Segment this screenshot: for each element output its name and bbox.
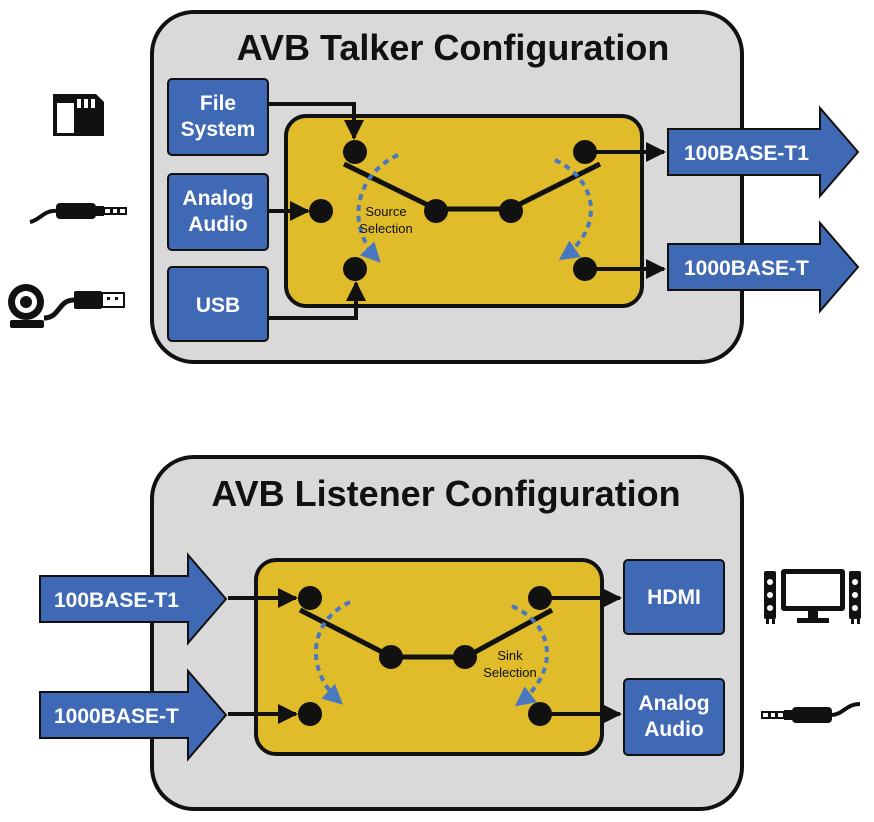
- listener-panel: AVB Listener Configuration Sink Selectio…: [150, 455, 744, 811]
- output-arrow-label: 1000BASE-T: [684, 257, 809, 280]
- usb-webcam-icon: [8, 284, 125, 328]
- output-rotate-arrow: [554, 158, 593, 261]
- source-rotate-arrow: [356, 153, 399, 263]
- switch-node: [298, 586, 322, 610]
- input-arrow-label: 100BASE-T1: [54, 589, 179, 612]
- sink-selection-label-line2: Selection: [483, 665, 536, 680]
- usb-connector: [268, 281, 366, 320]
- switch-node: [499, 199, 523, 223]
- source-selection-label-line1: Source: [365, 204, 406, 219]
- source-box-usb: USB: [167, 266, 269, 342]
- input-rotate-arrow: [314, 600, 351, 705]
- sink-box-analog-audio: Analog Audio: [623, 678, 725, 756]
- switch-node: [343, 257, 367, 281]
- output-arrow-100base-t1: 100BASE-T1: [667, 105, 860, 199]
- switch-node: [343, 140, 367, 164]
- talker-title: AVB Talker Configuration: [237, 27, 670, 68]
- sd-card-icon: [53, 94, 104, 136]
- input-arrow-1000base-t: 1000BASE-T: [39, 668, 228, 762]
- output-arrow-1000base-t: 1000BASE-T: [667, 220, 860, 314]
- talker-panel: AVB Talker Configuration File System Ana…: [150, 10, 744, 364]
- output-arrow-label: 100BASE-T1: [684, 142, 809, 165]
- switch-node: [453, 645, 477, 669]
- switch-node: [424, 199, 448, 223]
- sink-selection-label-line1: Sink: [497, 648, 523, 663]
- input-arrow-label: 1000BASE-T: [54, 705, 179, 728]
- sink-label-line1: HDMI: [647, 586, 701, 609]
- sink-rotate-arrow: [511, 604, 549, 707]
- sink-label-line1: Analog: [638, 692, 709, 715]
- source-box-analog-audio: Analog Audio: [167, 173, 269, 251]
- source-label-line2: System: [181, 118, 256, 141]
- switch-node: [298, 702, 322, 726]
- input-arrow-100base-t1: 100BASE-T1: [39, 552, 228, 646]
- sink-label-line2: Audio: [644, 718, 703, 741]
- source-switch-path: [342, 161, 602, 212]
- source-box-file-system: File System: [167, 78, 269, 156]
- audio-jack-icon: [29, 203, 127, 224]
- audio-jack-icon: [761, 702, 861, 723]
- switch-node: [379, 645, 403, 669]
- file-system-connector: [268, 102, 364, 140]
- source-label-line1: USB: [196, 294, 240, 317]
- sink-box-hdmi: HDMI: [623, 559, 725, 635]
- source-label-line1: Analog: [182, 187, 253, 210]
- listener-title: AVB Listener Configuration: [211, 473, 680, 514]
- source-selection-label-line2: Selection: [359, 221, 412, 236]
- source-label-line2: Audio: [188, 213, 247, 236]
- switch-node: [309, 199, 333, 223]
- monitor-speakers-icon: [764, 569, 861, 624]
- source-label-line1: File: [200, 92, 236, 115]
- sink-switch-path: [298, 607, 554, 660]
